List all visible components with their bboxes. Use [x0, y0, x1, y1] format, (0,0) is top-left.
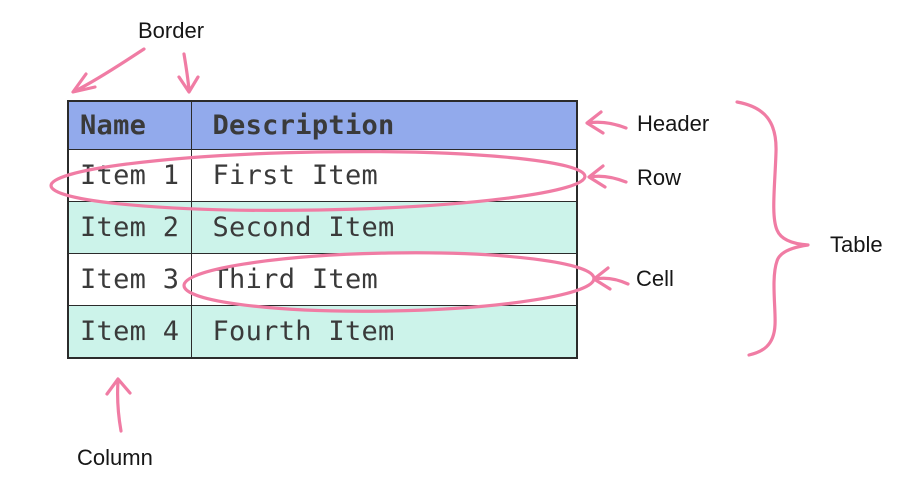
table-row-2: Item 2 Second Item [67, 201, 578, 254]
cell-row3-name: Item 3 [67, 253, 192, 306]
cell-row2-description: Second Item [190, 201, 578, 254]
table-row-1: Item 1 First Item [67, 149, 578, 202]
border-arrow-down-icon [177, 52, 200, 94]
table-brace-icon [735, 100, 810, 357]
cell-row1-description: First Item [190, 149, 578, 202]
border-label: Border [138, 18, 205, 43]
cell-label: Cell [636, 266, 674, 291]
table-label: Table [830, 232, 883, 257]
table-header-row: Name Description [67, 100, 578, 150]
cell-arrow-icon [592, 266, 630, 291]
column-arrow-icon [105, 377, 132, 433]
column-header-description: Description [190, 100, 578, 150]
column-header-name: Name [67, 100, 192, 150]
cell-row3-description: Third Item [190, 253, 578, 306]
table-row-4: Item 4 Fourth Item [67, 305, 578, 359]
cell-row4-description: Fourth Item [190, 305, 578, 359]
cell-row2-name: Item 2 [67, 201, 192, 254]
column-label: Column [77, 445, 153, 470]
header-label: Header [637, 111, 710, 136]
row-arrow-icon [587, 164, 628, 189]
demo-table: Name Description Item 1 First Item Item … [67, 100, 578, 359]
cell-row1-name: Item 1 [67, 149, 192, 202]
table-row-3: Item 3 Third Item [67, 253, 578, 306]
cell-row4-name: Item 4 [67, 305, 192, 359]
border-arrow-left-icon [71, 47, 146, 94]
header-arrow-icon [585, 110, 628, 135]
row-label: Row [637, 165, 682, 190]
